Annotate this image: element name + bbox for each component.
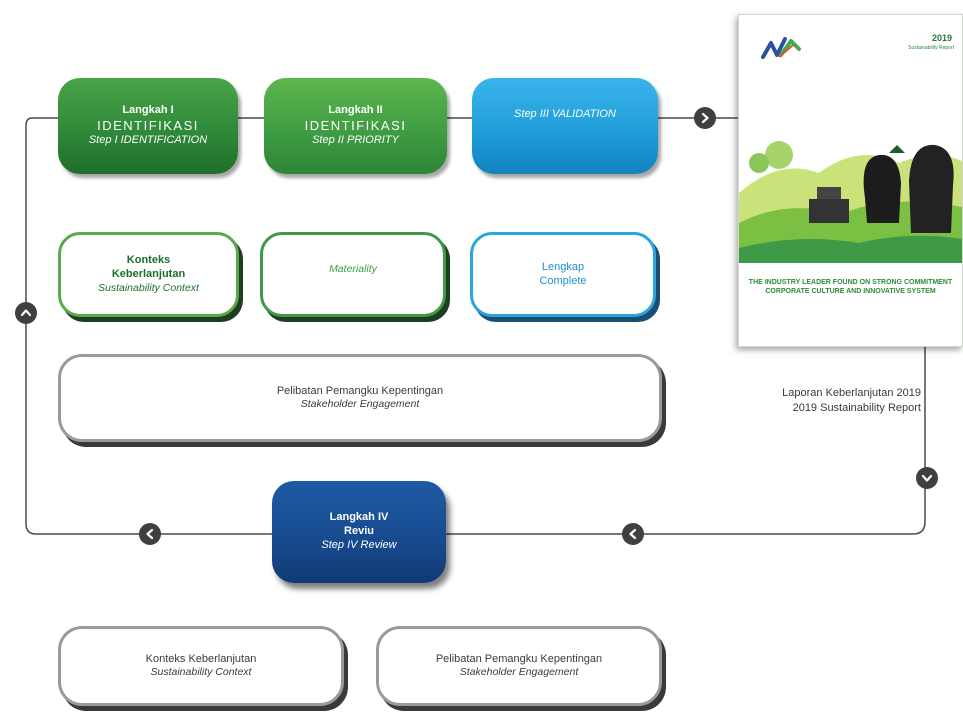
step4-subtitle: Reviu	[344, 525, 374, 538]
context-title2: Keberlanjutan	[111, 267, 186, 280]
report-caption-en: 2019 Sustainability Report	[792, 402, 921, 415]
materiality-box: Materiality	[260, 232, 446, 317]
step2-subtitle: IDENTIFIKASI	[304, 117, 407, 133]
complete-box: Lengkap Complete	[470, 232, 656, 317]
complete-title: Lengkap	[541, 260, 585, 273]
report-caption: Laporan Keberlanjutan 2019 2019 Sustaina…	[708, 386, 921, 417]
step4-review-box: Langkah IV Reviu Step IV Review	[272, 481, 446, 583]
step1-subtitle: IDENTIFIKASI	[97, 117, 199, 133]
arrow-right-circle-icon	[694, 107, 716, 129]
step4-english: Step IV Review	[321, 538, 397, 551]
cover-year: 2019	[931, 33, 952, 43]
step3-english: Step III VALIDATION	[514, 108, 616, 120]
complete-title2: Complete	[539, 274, 587, 287]
cover-illustration	[739, 103, 962, 273]
sustainability-report-cover: 2019 Sustainability Report THE INDUSTRY …	[738, 14, 963, 347]
arrow-up-circle-icon	[15, 302, 37, 324]
engagement-english: Stakeholder Engagement	[300, 398, 420, 411]
step4-title: Langkah IV	[329, 511, 389, 524]
sustainability-context-box: Konteks Keberlanjutan Sustainability Con…	[58, 232, 239, 317]
step1-identification-box: Langkah I IDENTIFIKASI Step I IDENTIFICA…	[58, 78, 238, 174]
step1-title: Langkah I	[122, 104, 174, 117]
cover-tagline: THE INDUSTRY LEADER FOUND ON STRONG COMM…	[748, 279, 953, 296]
bottom-stakeholder-engagement-box: Pelibatan Pemangku Kepentingan Stakehold…	[376, 626, 662, 706]
arrow-down-circle-icon	[916, 467, 938, 489]
bottom-sustainability-context-box: Konteks Keberlanjutan Sustainability Con…	[58, 626, 344, 706]
cover-subtitle: Sustainability Report	[908, 45, 954, 51]
materiality-label: Materiality	[329, 263, 377, 275]
stakeholder-engagement-box: Pelibatan Pemangku Kepentingan Stakehold…	[58, 354, 662, 442]
arrow-left-circle-icon	[139, 523, 161, 545]
bottom-engagement-english: Stakeholder Engagement	[459, 666, 579, 679]
context-title: Konteks	[126, 254, 171, 267]
context-english: Sustainability Context	[98, 281, 199, 294]
bottom-context-english: Sustainability Context	[150, 666, 252, 679]
bottom-context-title: Konteks Keberlanjutan	[145, 652, 257, 665]
step1-english: Step I IDENTIFICATION	[88, 134, 208, 147]
arrow-left-circle-icon	[622, 523, 644, 545]
left-loop-line	[25, 117, 272, 535]
bottom-engagement-title: Pelibatan Pemangku Kepentingan	[435, 652, 603, 665]
step2-english: Step II PRIORITY	[312, 134, 399, 147]
company-logo-icon	[761, 37, 801, 59]
step2-title: Langkah II	[328, 104, 383, 117]
report-caption-id: Laporan Keberlanjutan 2019	[782, 387, 921, 399]
step2-identification-box: Langkah II IDENTIFIKASI Step II PRIORITY	[264, 78, 447, 174]
engagement-title: Pelibatan Pemangku Kepentingan	[276, 384, 444, 397]
right-loop-line	[446, 347, 926, 535]
step3-validation-box: Step III VALIDATION	[472, 78, 658, 174]
